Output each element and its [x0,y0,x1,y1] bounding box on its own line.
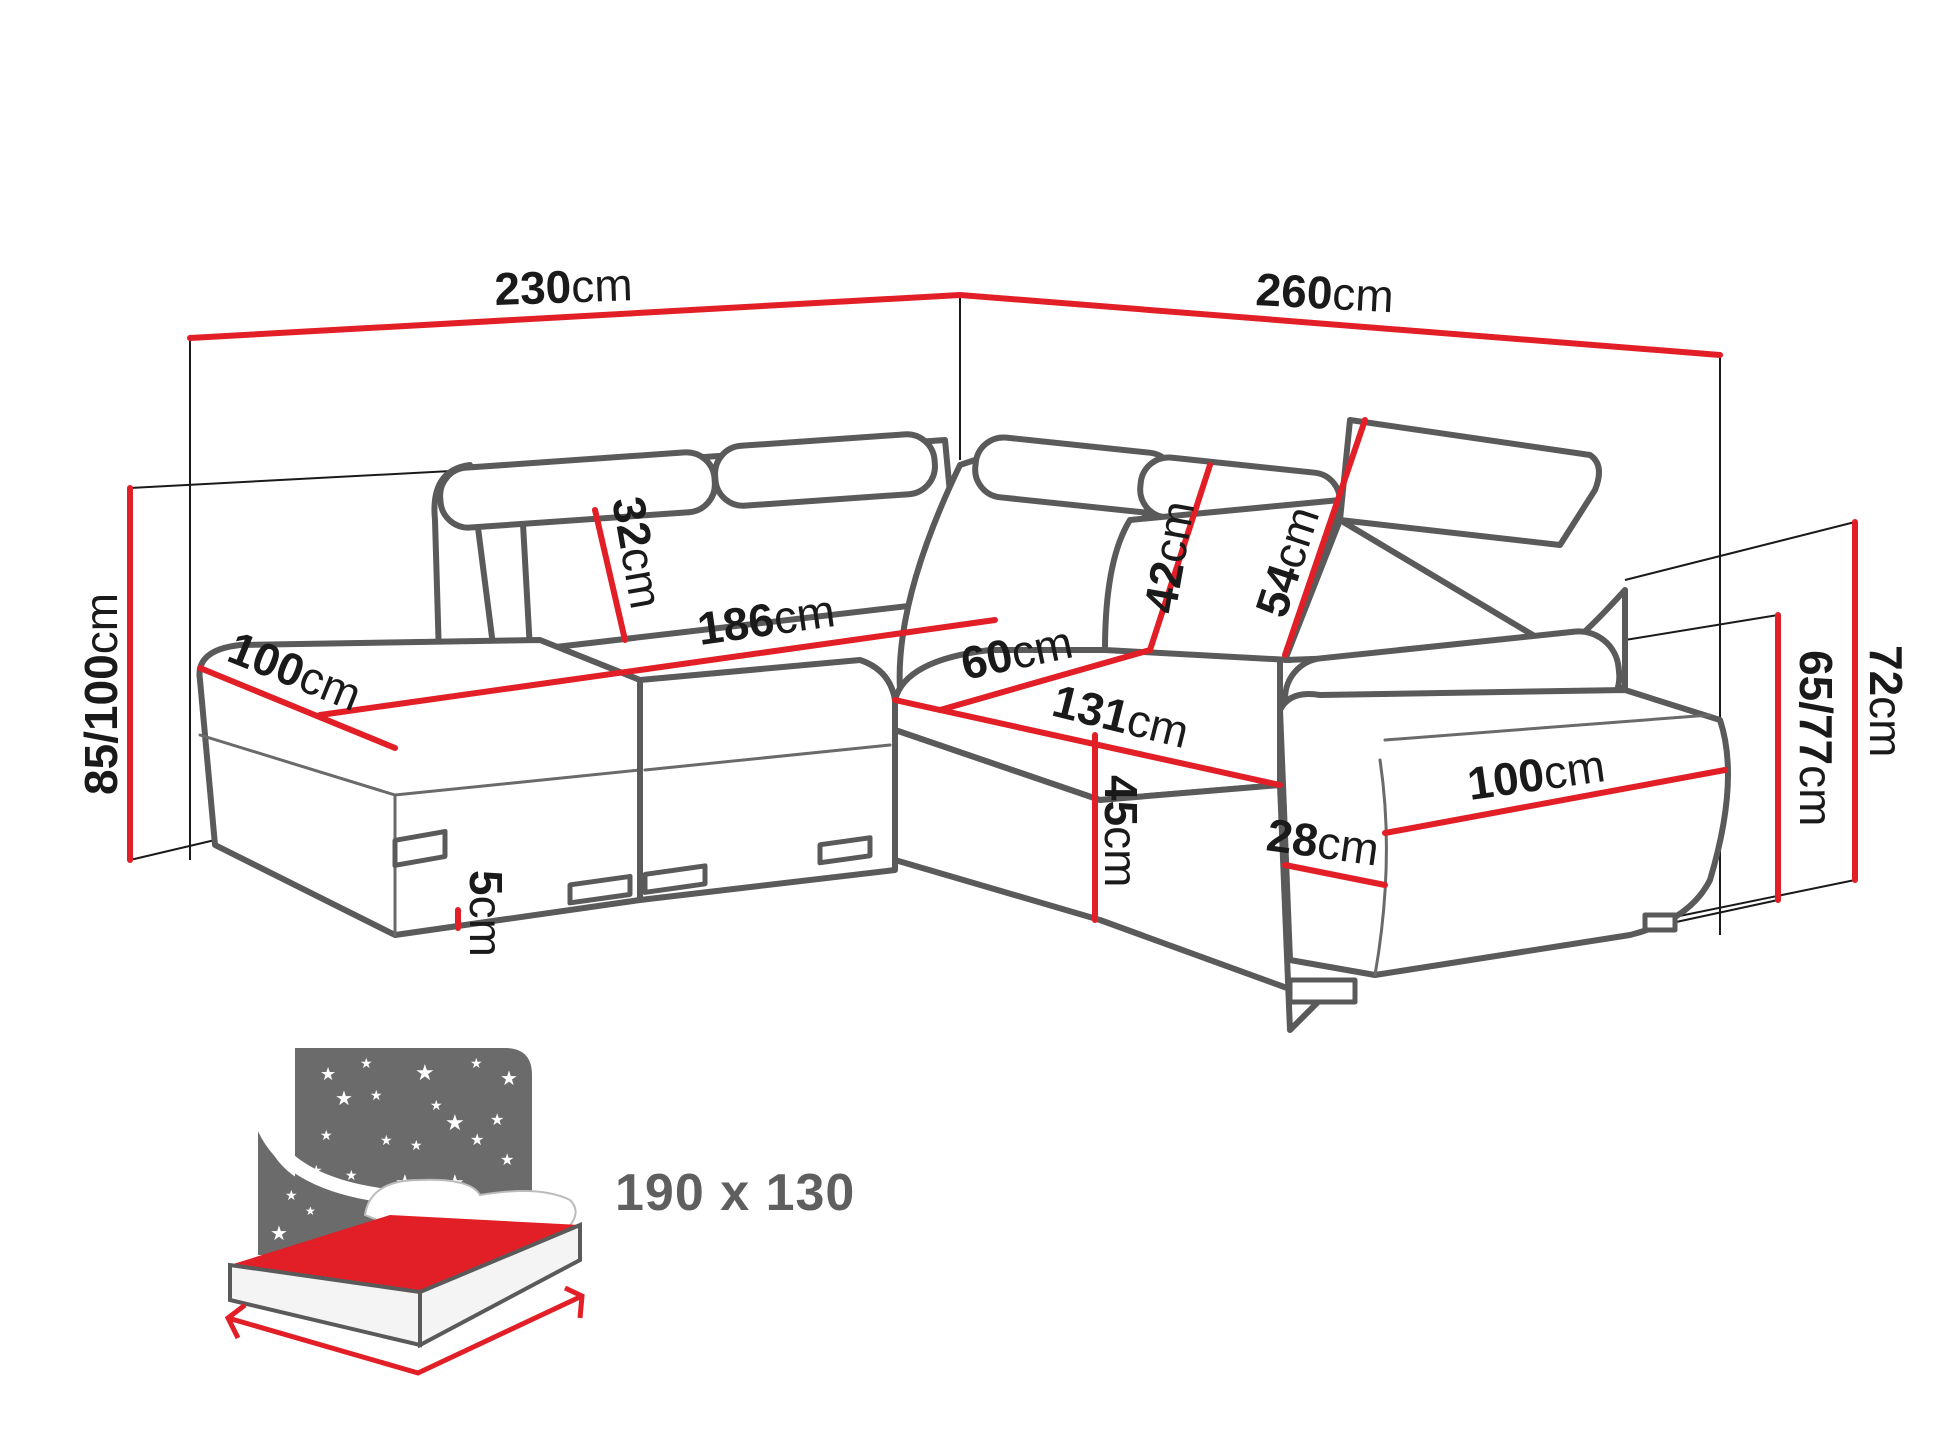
sleeping-area-size: 190 x 130 [615,1164,855,1222]
svg-text:★: ★ [335,1088,353,1110]
label-85-100: 85/100cm [75,593,127,795]
dimension-lines [127,291,1858,931]
svg-text:★: ★ [310,1162,323,1178]
label-28: 28cm [1264,808,1383,875]
label-230: 230cm [494,258,634,315]
reclined-headrest [1337,417,1602,548]
sofa-leg [1287,977,1358,1005]
mattress-top [230,1215,580,1292]
svg-text:★: ★ [320,1064,336,1084]
svg-text:★: ★ [285,1187,298,1203]
svg-text:★: ★ [410,1137,423,1153]
corner-depth-line [892,462,1213,714]
chaise-depth-line [197,665,398,751]
svg-text:★: ★ [430,1097,443,1113]
label-5: 5cm [460,870,512,957]
svg-text:★: ★ [500,1152,514,1169]
corner-base [892,727,1323,1033]
width-arrow-icon [227,1293,584,1376]
bed-night-icon: ★ ★ ★ ★ ★ ★ ★ ★ ★ ★ ★ ★ ★ ★ ★ ★ ★ ★ ★ ★ … [224,1048,585,1376]
headrest-line [592,507,628,643]
svg-text:★: ★ [470,1055,483,1071]
label-65-77: 65/77cm [1790,650,1842,826]
depth-right-line [1382,767,1728,836]
sofa-illustration [196,417,1731,1033]
sofa-leg [817,835,873,866]
sofa-leg [392,828,448,868]
svg-text:★: ★ [500,1068,518,1090]
armrest-width-line [1282,862,1388,888]
svg-text:★: ★ [270,1223,288,1245]
svg-text:★: ★ [305,1204,316,1218]
svg-text:★: ★ [445,1110,465,1135]
seat-width-right-line [937,707,1283,788]
svg-text:★: ★ [345,1167,358,1183]
guide-lines [129,295,1856,935]
sofa-leg [1642,912,1678,933]
svg-text:★: ★ [380,1132,393,1148]
left-headrest-2 [712,431,938,509]
seat-width-left-line [317,617,998,718]
label-60: 60cm [956,616,1077,690]
sofa-leg [567,873,633,906]
svg-text:★: ★ [320,1127,333,1143]
label-42: 42cm [1134,497,1205,617]
svg-text:★: ★ [360,1055,373,1071]
label-72: 72cm [1860,645,1912,758]
top-width-line [187,291,1723,358]
label-260: 260cm [1254,263,1395,322]
label-32: 32cm [602,493,673,613]
backrest-54-line [1282,417,1368,658]
sofa-leg [642,863,708,895]
svg-text:★: ★ [415,1060,435,1085]
label-100-right: 100cm [1464,739,1608,810]
label-45: 45cm [1095,775,1147,888]
svg-text:★: ★ [490,1112,504,1129]
svg-text:★: ★ [470,1132,484,1149]
svg-text:★: ★ [370,1087,383,1103]
label-186: 186cm [694,584,838,655]
middle-seat [637,657,898,903]
